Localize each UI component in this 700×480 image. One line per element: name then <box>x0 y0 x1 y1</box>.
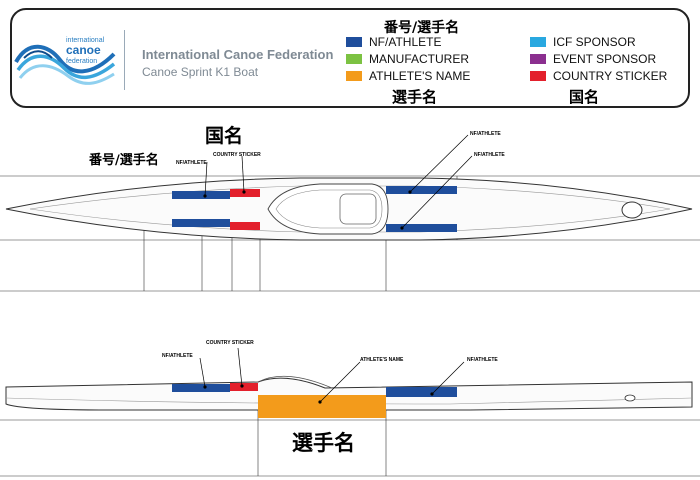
swatch-manufacturer <box>346 54 362 64</box>
top-label-country-sticker: COUNTRY STICKER <box>213 152 261 158</box>
cockpit-inner <box>275 189 383 229</box>
top-nf-athlete-upper-right <box>386 186 457 194</box>
footrest-oval <box>621 201 643 219</box>
side-nf-athlete-right <box>386 387 457 397</box>
legend-label-manufacturer: MANUFACTURER <box>369 52 470 66</box>
top-nf-athlete-upper-left <box>172 191 230 199</box>
top-jp-country: 国名 <box>205 125 244 147</box>
legend-item-nf-athlete: NF/ATHLETE <box>346 34 441 50</box>
leader-line <box>431 361 465 395</box>
top-label-nf-athlete-right-1: NF/ATHLETE <box>470 131 501 137</box>
leader-dot <box>318 400 322 404</box>
hull-inner-line <box>29 185 671 210</box>
legend-label-event-sponsor: EVENT SPONSOR <box>553 52 657 66</box>
legend-item-country-sticker: COUNTRY STICKER <box>530 68 667 84</box>
leader-line <box>401 155 473 229</box>
top-nf-athlete-lower-right <box>386 224 457 232</box>
legend-jp-country: 国名 <box>569 88 600 106</box>
legend-jp-athlete-name: 選手名 <box>392 88 438 106</box>
side-jp-athlete-name: 選手名 <box>292 430 355 455</box>
leader-dot <box>203 385 207 389</box>
legend-jp-number-name: 番号/選手名 <box>384 20 460 36</box>
leader-line <box>237 347 243 387</box>
org-subtitle: Canoe Sprint K1 Boat <box>142 65 259 79</box>
logo-line-1: international <box>66 37 105 44</box>
side-label-nf-athlete-right: NF/ATHLETE <box>467 357 498 363</box>
side-label-athletes-name: ATHLETE'S NAME <box>360 357 404 363</box>
logo-line-3: federation <box>66 58 97 65</box>
side-country-sticker <box>230 383 258 391</box>
icf-logo: international canoe federation <box>14 37 116 85</box>
leader-line <box>204 161 208 197</box>
top-country-sticker-lower <box>230 222 260 230</box>
swatch-nf-athlete <box>346 37 362 47</box>
leader-dot <box>203 194 207 198</box>
leader-line <box>199 357 206 388</box>
side-nf-athlete-left <box>172 384 230 392</box>
legend-label-athletes-name: ATHLETE'S NAME <box>369 69 471 83</box>
leader-dot <box>430 392 434 396</box>
legend-item-manufacturer: MANUFACTURER <box>346 51 469 67</box>
top-nf-athlete-lower-left <box>172 219 230 227</box>
swatch-athletes-name <box>346 71 362 81</box>
leader-dot <box>408 190 412 194</box>
logo-divider <box>124 30 125 90</box>
top-label-nf-athlete-left: NF/ATHLETE <box>176 160 207 166</box>
legend-item-icf-sponsor: ICF SPONSOR <box>530 34 636 50</box>
side-athletes-name-panel <box>258 395 386 418</box>
legend-label-icf-sponsor: ICF SPONSOR <box>553 35 636 49</box>
top-label-nf-athlete-right-2: NF/ATHLETE <box>474 152 505 158</box>
leader-dot <box>400 226 404 230</box>
top-jp-number-name: 番号/選手名 <box>89 153 159 168</box>
swatch-icf-sponsor <box>530 37 546 47</box>
leader-line <box>241 155 245 193</box>
legend-label-nf-athlete: NF/ATHLETE <box>369 35 442 49</box>
hull-side-deck <box>257 375 333 389</box>
seat <box>339 193 377 225</box>
legend-label-country-sticker: COUNTRY STICKER <box>553 69 668 83</box>
leader-line <box>319 361 361 403</box>
side-label-country-sticker: COUNTRY STICKER <box>206 340 254 346</box>
swatch-country-sticker <box>530 71 546 81</box>
legend-item-athletes-name: ATHLETE'S NAME <box>346 68 470 84</box>
leader-dot <box>240 384 244 388</box>
legend-item-event-sponsor: EVENT SPONSOR <box>530 51 656 67</box>
side-label-nf-athlete-left: NF/ATHLETE <box>162 353 193 359</box>
leader-dot <box>242 190 246 194</box>
hull-inner-line <box>29 208 671 233</box>
leader-line <box>409 134 469 193</box>
org-name: International Canoe Federation <box>142 47 334 62</box>
hull-side-waterline <box>5 397 693 405</box>
swatch-event-sponsor <box>530 54 546 64</box>
logo-line-2: canoe <box>66 43 101 57</box>
kayak-top-view <box>0 134 700 292</box>
side-hole <box>624 394 636 402</box>
